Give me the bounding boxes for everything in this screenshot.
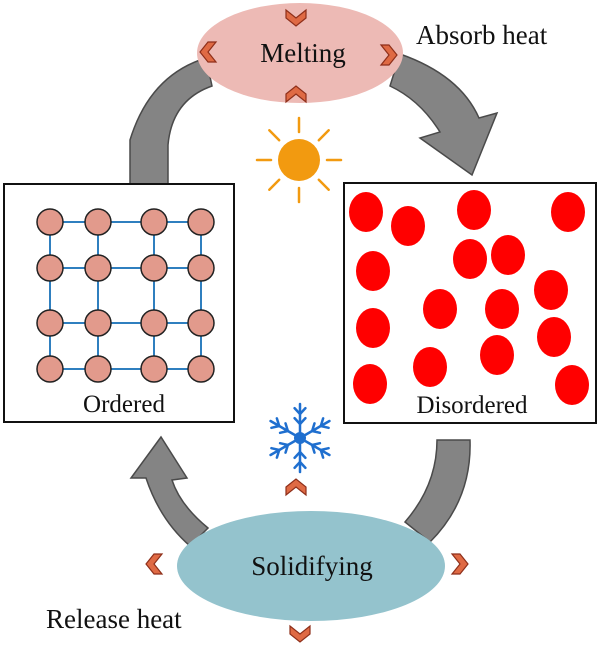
arrow-ordered-to-melting (129, 57, 213, 185)
disordered-label: Disordered (416, 392, 528, 419)
snowflake-icon (269, 402, 331, 474)
arrow-disordered-to-solidifying (403, 439, 471, 544)
ordered-particle (36, 355, 64, 383)
sun-ray (268, 178, 281, 191)
sun-ray (317, 129, 330, 142)
ordered-particle (36, 254, 64, 282)
disordered-particle (423, 289, 457, 329)
solidifying-ellipse (177, 511, 445, 621)
ordered-particle (140, 355, 168, 383)
snowflake-core (294, 432, 306, 444)
snowflake-branch (275, 417, 281, 428)
snowflake-branch (275, 448, 281, 459)
cycle-arrows (129, 53, 499, 548)
chevron-icon (285, 478, 307, 496)
snowflake-branch (310, 443, 316, 454)
ordered-particle (84, 208, 112, 236)
ordered-lattice (36, 208, 215, 383)
ordered-particle (36, 309, 64, 337)
snowflake-branch (298, 450, 307, 460)
snowflake-branch (298, 406, 307, 416)
snowflake-branch (278, 429, 290, 435)
ordered-particle (187, 254, 215, 282)
snowflake-branch (319, 448, 325, 459)
sun-ray (268, 129, 281, 142)
snowflake-branch (310, 429, 322, 435)
arrow-solidifying-to-ordered (129, 435, 210, 548)
disordered-particle (453, 239, 487, 279)
ordered-particle (84, 254, 112, 282)
snowflake-branch (293, 460, 302, 470)
ordered-particle (140, 208, 168, 236)
disordered-particle (356, 251, 390, 291)
chevron-icon (145, 553, 163, 575)
snowflake-branch (284, 443, 290, 454)
release-heat-label: Release heat (46, 604, 182, 634)
disordered-particle (353, 364, 387, 404)
snowflake-branch (284, 422, 290, 433)
snowflake-branch (270, 424, 281, 430)
disordered-particle (457, 190, 491, 230)
disordered-particle (551, 192, 585, 232)
ordered-particle (84, 355, 112, 383)
snowflake-branch (310, 441, 322, 447)
snowflake-branch (310, 422, 316, 433)
disordered-particle (534, 270, 568, 310)
snowflake-branch (293, 416, 302, 426)
ordered-particle (84, 309, 112, 337)
disordered-particle (491, 235, 525, 275)
ordered-particle (140, 309, 168, 337)
sun-icon (255, 116, 343, 204)
disordered-particle (537, 317, 571, 357)
absorb-heat-label: Absorb heat (416, 20, 548, 50)
ordered-particle (140, 254, 168, 282)
ordered-particle (187, 208, 215, 236)
melting-label: Melting (260, 38, 346, 68)
snowflake-branch (293, 450, 302, 460)
solidifying-label: Solidifying (251, 551, 373, 581)
sun-ray (317, 178, 330, 191)
disordered-particle (356, 308, 390, 348)
ordered-particle (187, 309, 215, 337)
snowflake-branch (270, 446, 281, 452)
disordered-particle (349, 192, 383, 232)
disordered-particles (349, 190, 589, 405)
chevron-icon (289, 625, 311, 643)
arrow-melting-to-disordered (389, 53, 499, 177)
snowflake-branch (319, 424, 330, 430)
snowflake-branch (293, 406, 302, 416)
disordered-particle (555, 365, 589, 405)
melting-ellipse (197, 3, 403, 103)
ordered-particle (187, 355, 215, 383)
disordered-particle (485, 289, 519, 329)
chevron-icon (451, 553, 469, 575)
snowflake-branch (298, 416, 307, 426)
ordered-particle (36, 208, 64, 236)
disordered-particle (391, 206, 425, 246)
snowflake-branch (319, 446, 330, 452)
disordered-particle (480, 335, 514, 375)
ordered-label: Ordered (83, 391, 165, 418)
snowflake-branch (319, 417, 325, 428)
snowflake-branch (298, 460, 307, 470)
snowflake-branch (278, 441, 290, 447)
disordered-particle (413, 347, 447, 387)
